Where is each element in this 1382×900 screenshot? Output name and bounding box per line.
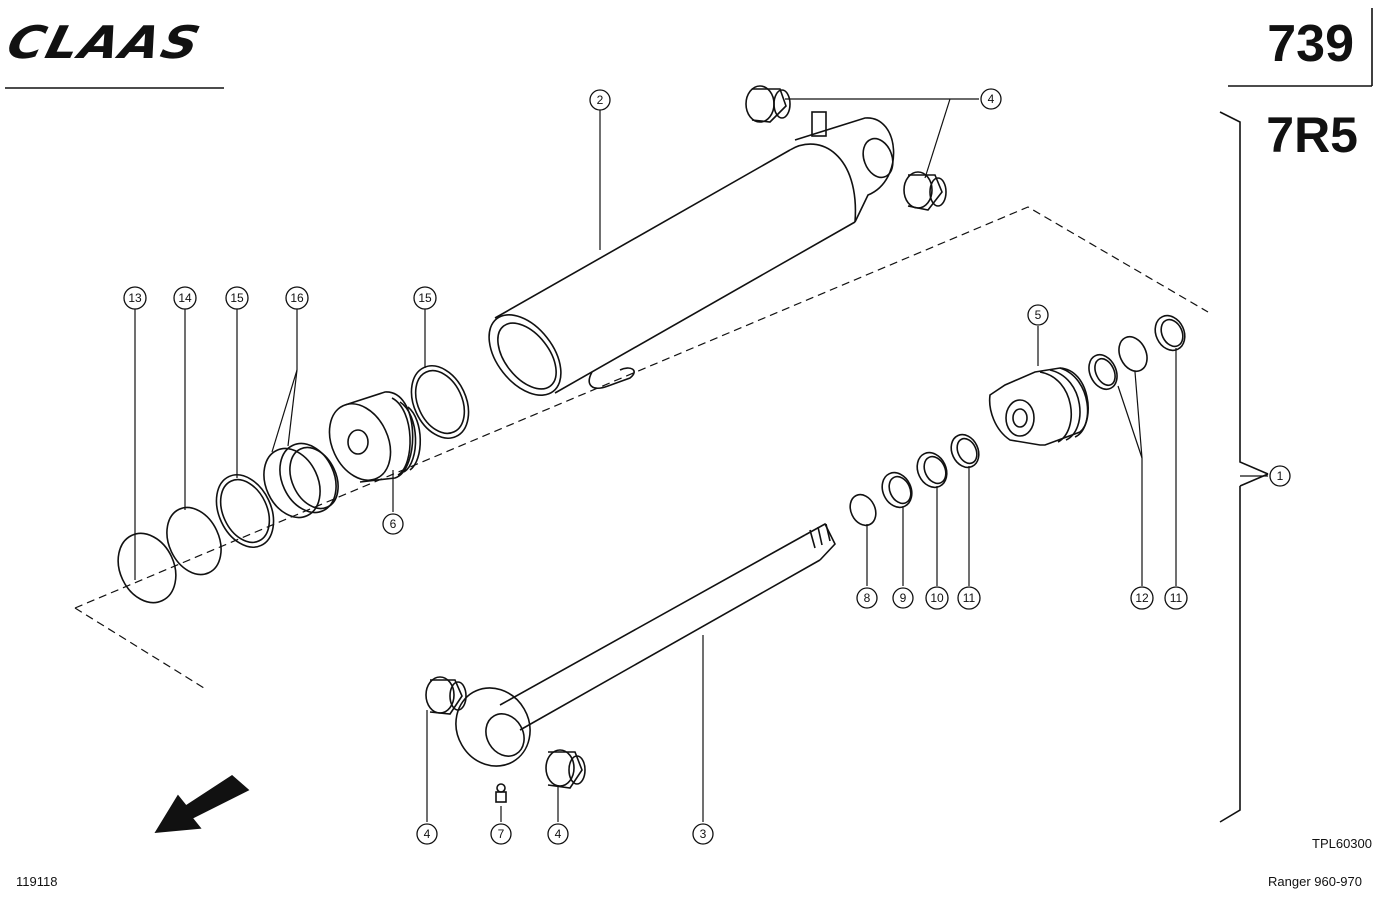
grease-nipple xyxy=(495,783,507,803)
bush-bottom-left xyxy=(425,676,467,715)
cylinder-barrel xyxy=(488,111,895,396)
svg-text:2: 2 xyxy=(597,93,604,107)
svg-text:12: 12 xyxy=(1135,591,1149,605)
seal-10 xyxy=(916,451,948,489)
model-name: Ranger 960-970 xyxy=(1268,874,1362,889)
callout-4-bottom-left: 4 xyxy=(416,823,438,845)
svg-text:4: 4 xyxy=(424,827,431,841)
callout-13: 13 xyxy=(123,286,147,310)
ring-11-left xyxy=(950,433,980,469)
svg-text:8: 8 xyxy=(864,591,871,605)
callout-11-left: 11 xyxy=(957,586,981,610)
callout-11-right: 11 xyxy=(1164,586,1188,610)
seal-9 xyxy=(881,471,913,509)
callout-14: 14 xyxy=(173,286,197,310)
section-code: 7R5 xyxy=(1266,107,1358,163)
callout-7: 7 xyxy=(490,823,512,845)
callout-15-right: 15 xyxy=(413,286,437,310)
bush-bottom-right xyxy=(545,749,586,789)
callout-3: 3 xyxy=(692,823,714,845)
guide-ring-15-left xyxy=(215,474,275,548)
page-number: 739 xyxy=(1267,15,1354,73)
svg-text:9: 9 xyxy=(900,591,907,605)
svg-text:4: 4 xyxy=(555,827,562,841)
svg-text:13: 13 xyxy=(128,291,142,305)
svg-text:11: 11 xyxy=(1170,591,1183,605)
callout-16: 16 xyxy=(285,286,309,310)
seal-12a xyxy=(1088,353,1118,391)
drawing-code: TPL60300 xyxy=(1312,836,1372,851)
svg-text:6: 6 xyxy=(390,517,397,531)
svg-text:3: 3 xyxy=(700,827,707,841)
svg-text:15: 15 xyxy=(230,291,244,305)
svg-text:7: 7 xyxy=(498,827,505,841)
assembly-bracket xyxy=(1219,111,1269,823)
guide-ring-15-right xyxy=(410,365,470,439)
direction-arrow xyxy=(154,774,250,833)
callout-10: 10 xyxy=(925,586,949,610)
support-ring-14 xyxy=(166,506,222,576)
svg-text:1: 1 xyxy=(1277,469,1284,483)
callout-15-left: 15 xyxy=(225,286,249,310)
cylinder-head xyxy=(988,367,1089,446)
svg-text:15: 15 xyxy=(418,291,432,305)
callout-8: 8 xyxy=(856,587,878,609)
piston-rod xyxy=(455,522,836,767)
callout-2: 2 xyxy=(589,89,611,111)
svg-text:16: 16 xyxy=(290,291,304,305)
callout-12: 12 xyxy=(1130,586,1154,610)
svg-text:10: 10 xyxy=(930,591,944,605)
o-ring-8 xyxy=(849,493,877,527)
callout-4-bottom-right: 4 xyxy=(547,823,569,845)
document-number: 119118 xyxy=(16,874,58,889)
svg-text:5: 5 xyxy=(1035,308,1042,322)
ring-11-right xyxy=(1154,314,1186,352)
svg-text:11: 11 xyxy=(963,591,976,605)
callout-4-top: 4 xyxy=(980,88,1002,110)
piston-seal-16b xyxy=(279,442,337,514)
svg-text:4: 4 xyxy=(988,92,995,106)
callout-1: 1 xyxy=(1269,465,1291,487)
assembly-envelope-top xyxy=(74,206,1209,609)
leader-lines xyxy=(134,98,1268,822)
o-ring-13 xyxy=(117,532,177,604)
callout-9: 9 xyxy=(892,587,914,609)
bush-top-left xyxy=(745,85,791,123)
seal-12b xyxy=(1118,335,1148,373)
callout-6: 6 xyxy=(382,513,404,535)
assembly-envelope-left xyxy=(74,607,205,689)
callout-5: 5 xyxy=(1027,304,1049,326)
piston-seal-16a xyxy=(263,447,321,519)
piston xyxy=(328,391,421,483)
svg-text:14: 14 xyxy=(178,291,192,305)
